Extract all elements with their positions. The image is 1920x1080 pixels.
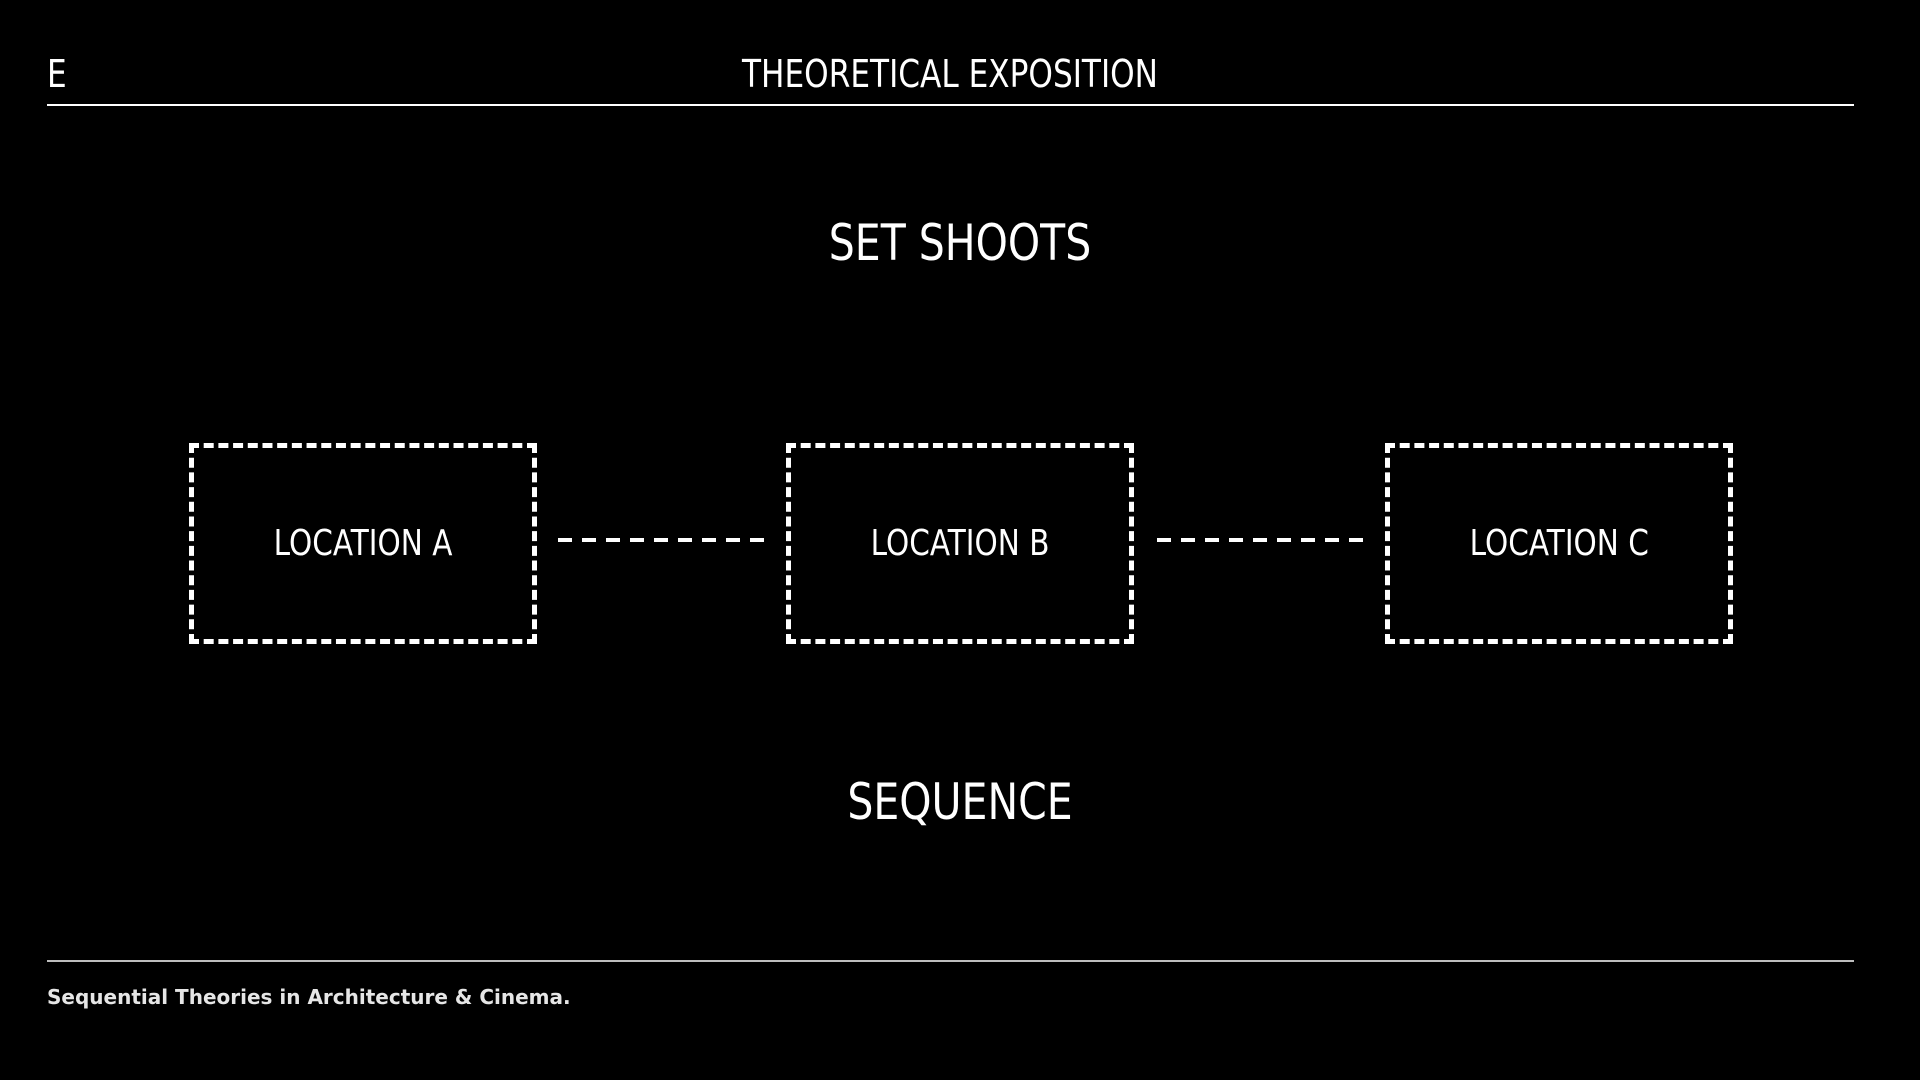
connector-b-c (1157, 538, 1367, 542)
footer-caption: Sequential Theories in Architecture & Ci… (47, 985, 571, 1009)
page-title: THEORETICAL EXPOSITION (742, 52, 1158, 96)
diagram-heading-set-shoots: SET SHOOTS (828, 214, 1092, 272)
diagram-heading-sequence: SEQUENCE (847, 773, 1073, 831)
section-letter: E (47, 52, 67, 96)
location-label-c: LOCATION C (1469, 522, 1649, 564)
footer-divider (47, 960, 1854, 962)
header-divider (47, 104, 1854, 106)
location-box-c: LOCATION C (1385, 443, 1733, 644)
location-label-a: LOCATION A (273, 522, 453, 564)
location-box-a: LOCATION A (189, 443, 537, 644)
connector-a-b (558, 538, 768, 542)
location-box-b: LOCATION B (786, 443, 1134, 644)
location-label-b: LOCATION B (870, 522, 1050, 564)
